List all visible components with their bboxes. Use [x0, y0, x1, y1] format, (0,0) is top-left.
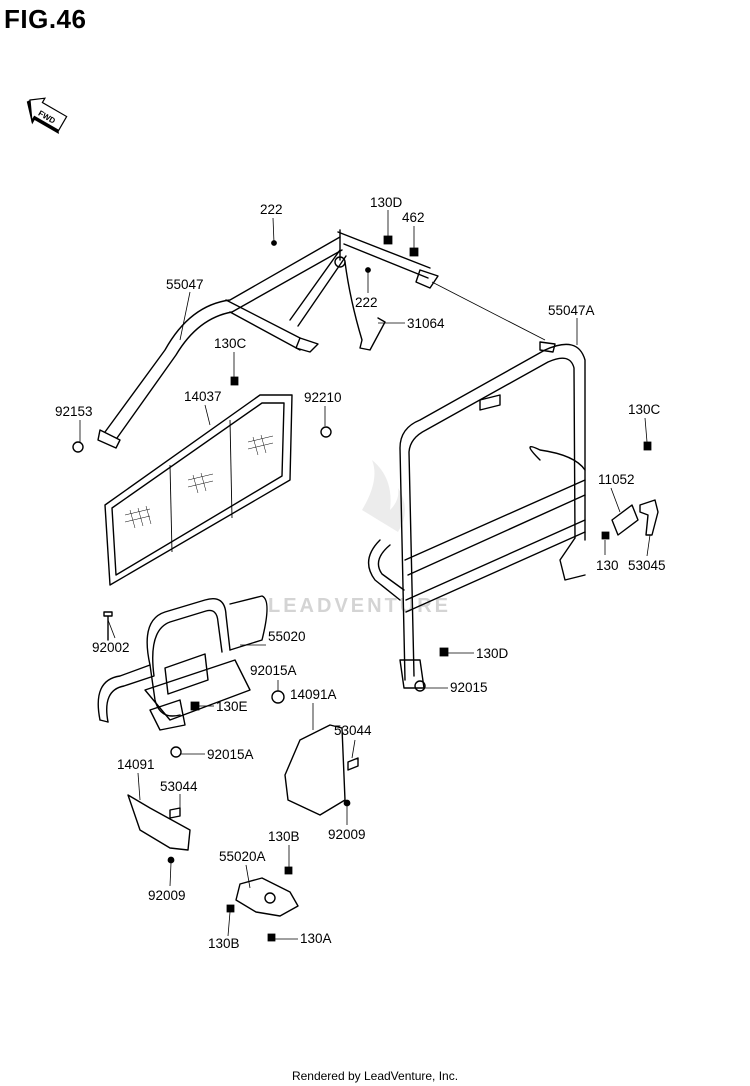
bolt-92009-left-icon — [167, 856, 175, 864]
callout-92153: 92153 — [55, 404, 93, 419]
callout-labels: 222 130D 462 55047 222 31064 55047A 130C… — [55, 195, 666, 951]
skid-plate-14091a — [284, 724, 359, 816]
callout-222-b: 222 — [355, 295, 378, 310]
callout-222-a: 222 — [260, 202, 283, 217]
bolt-92153-icon — [72, 441, 84, 453]
callout-55020: 55020 — [268, 629, 306, 644]
callout-92015a-top: 92015A — [250, 663, 297, 678]
callout-130e: 130E — [216, 699, 248, 714]
bolt-130c-icon — [230, 376, 239, 386]
callout-31064: 31064 — [407, 316, 445, 331]
leader-lines — [79, 210, 651, 940]
footer-credit: Rendered by LeadVenture, Inc. — [291, 1069, 459, 1083]
nut-92015a-bottom-icon — [170, 746, 182, 758]
bolt-130a-icon — [267, 933, 276, 942]
callout-130c-left: 130C — [214, 336, 247, 351]
nut-92210-icon — [320, 426, 332, 438]
callout-130c-right: 130C — [628, 402, 661, 417]
callout-130b-bottom: 130B — [208, 936, 240, 951]
callout-55047: 55047 — [166, 277, 204, 292]
callout-92009-right: 92009 — [328, 827, 366, 842]
callout-130d-top: 130D — [370, 195, 403, 210]
callout-14091a: 14091A — [290, 687, 337, 702]
fwd-arrow-icon: FWD — [26, 97, 68, 134]
callout-130a: 130A — [300, 931, 332, 946]
callout-92015: 92015 — [450, 680, 488, 695]
bracket-55020a — [235, 877, 299, 917]
bracket-11052 — [611, 504, 639, 536]
skid-plate-14091 — [127, 794, 191, 851]
callout-11052: 11052 — [598, 472, 635, 487]
callout-92002: 92002 — [92, 640, 130, 655]
callout-53044-left: 53044 — [160, 779, 198, 794]
bolt-92009-right-icon — [343, 799, 351, 807]
nut-92015a-top-icon — [271, 690, 285, 704]
front-bumper-55020 — [97, 595, 268, 731]
bolt-130b-bottom-icon — [226, 904, 235, 913]
nut-92015-icon — [414, 680, 426, 692]
roll-bar-55047 — [97, 229, 439, 449]
bolt-130d-bottom-icon — [439, 647, 449, 657]
callout-130d-bottom: 130D — [476, 646, 509, 661]
strap-31064 — [344, 261, 386, 351]
callout-130b-top: 130B — [268, 829, 300, 844]
callout-92210: 92210 — [304, 390, 342, 405]
callout-55047a: 55047A — [548, 303, 595, 318]
bolt-130-icon — [601, 531, 610, 540]
callout-92015a-bottom: 92015A — [207, 747, 254, 762]
bolt-130c-right-icon — [643, 441, 652, 451]
latch-53045 — [639, 499, 659, 536]
callout-53044-right: 53044 — [334, 723, 372, 738]
callout-130: 130 — [596, 558, 619, 573]
bolt-130b-top-icon — [284, 866, 293, 875]
rear-screen-14037 — [104, 394, 293, 586]
callout-14091: 14091 — [117, 757, 155, 772]
bolt-130e-icon — [190, 701, 200, 711]
callout-53045: 53045 — [628, 558, 666, 573]
callout-14037: 14037 — [184, 389, 222, 404]
nut-462-icon — [409, 247, 419, 257]
parts-diagram: LEADVENTURE FWD — [26, 97, 666, 951]
watermark: LEADVENTURE — [268, 460, 451, 617]
watermark-text: LEADVENTURE — [268, 595, 451, 617]
callout-55020a: 55020A — [219, 849, 266, 864]
callout-462: 462 — [402, 210, 425, 225]
figure-title: FIG.46 — [4, 4, 87, 34]
roll-cage-55047a — [367, 341, 586, 689]
bolt-92002-icon — [103, 611, 113, 641]
bolt-130d-icon — [383, 235, 393, 245]
callout-92009-left: 92009 — [148, 888, 186, 903]
